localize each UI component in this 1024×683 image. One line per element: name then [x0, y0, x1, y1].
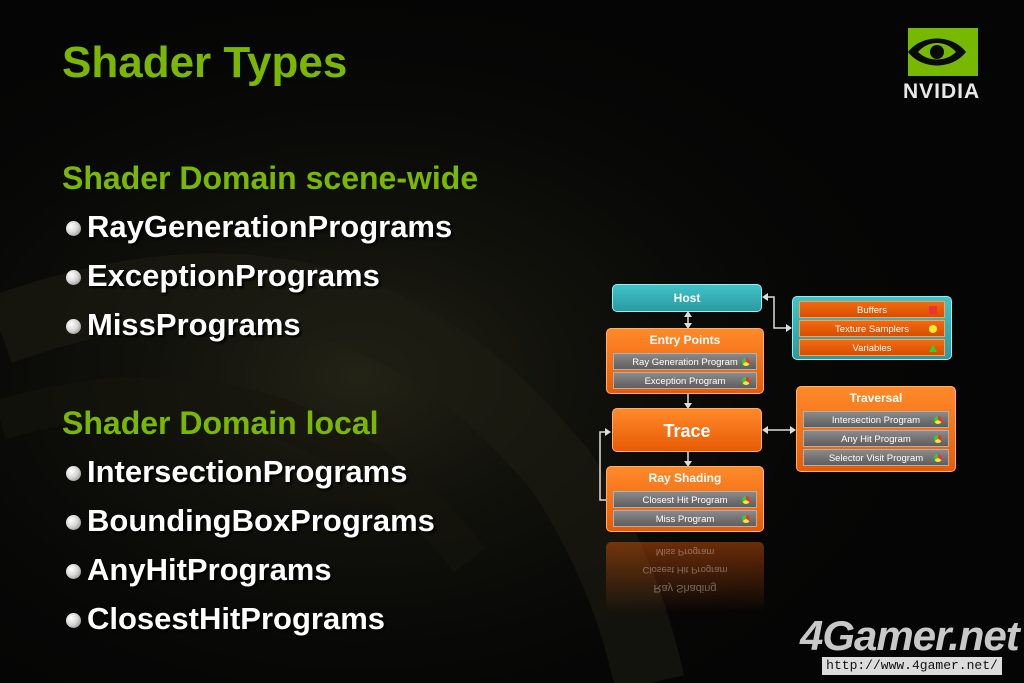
nvidia-eye-logo-icon	[908, 28, 978, 76]
trace-box: Trace	[612, 408, 762, 452]
list-item: ClosestHitPrograms	[66, 599, 385, 639]
rgb-indicator-icon	[934, 435, 942, 443]
resources-box: Buffers Texture Samplers Variables	[792, 296, 952, 360]
list-item: IntersectionPrograms	[66, 452, 407, 492]
site-watermark: 4Gamer.net	[800, 612, 1020, 659]
pipeline-diagram: Host Buffers Texture Samplers Variables …	[594, 280, 960, 680]
rgb-indicator-icon	[742, 358, 750, 366]
rgb-indicator-icon	[742, 377, 750, 385]
entry-points-box: Entry Points Ray Generation Program Exce…	[606, 328, 764, 394]
diagram-connectors	[599, 293, 796, 501]
any-hit-program-row: Any Hit Program	[803, 430, 949, 447]
host-box: Host	[612, 284, 762, 312]
bullet-icon	[66, 318, 81, 334]
bullet-icon	[66, 514, 81, 530]
rgb-indicator-icon	[742, 515, 750, 523]
miss-program-row: Miss Program	[613, 510, 757, 527]
resource-texture-samplers: Texture Samplers	[799, 320, 945, 337]
bullet-icon	[66, 465, 81, 481]
bullet-icon	[66, 612, 81, 628]
green-triangle-icon	[929, 344, 937, 352]
list-item: BoundingBoxPrograms	[66, 501, 435, 541]
list-item: AnyHitPrograms	[66, 550, 332, 590]
list-item: ExceptionPrograms	[66, 256, 380, 296]
ray-generation-program-row: Ray Generation Program	[613, 353, 757, 370]
brand-wordmark: NVIDIA	[903, 80, 981, 103]
intersection-program-row: Intersection Program	[803, 411, 949, 428]
exception-program-row: Exception Program	[613, 372, 757, 389]
traversal-box: Traversal Intersection Program Any Hit P…	[796, 386, 956, 472]
ray-shading-reflection: Miss Program Closest Hit Program Ray Sha…	[606, 542, 764, 612]
closest-hit-program-row: Closest Hit Program	[613, 491, 757, 508]
section-heading-scene-wide: Shader Domain scene-wide	[62, 160, 479, 196]
rgb-indicator-icon	[934, 416, 942, 424]
ray-shading-box: Ray Shading Closest Hit Program Miss Pro…	[606, 466, 764, 532]
site-url: http://www.4gamer.net/	[822, 657, 1002, 675]
red-indicator-icon	[929, 306, 937, 314]
resource-variables: Variables	[799, 339, 945, 356]
list-item: MissPrograms	[66, 305, 301, 345]
selector-visit-program-row: Selector Visit Program	[803, 449, 949, 466]
bullet-icon	[66, 563, 81, 579]
resource-buffers: Buffers	[799, 301, 945, 318]
slide-title: Shader Types	[62, 38, 348, 87]
rgb-indicator-icon	[934, 454, 942, 462]
list-item: RayGenerationPrograms	[66, 207, 452, 247]
bullet-icon	[66, 220, 81, 236]
bullet-icon	[66, 269, 81, 285]
section-heading-local: Shader Domain local	[62, 405, 379, 441]
rgb-indicator-icon	[742, 496, 750, 504]
yellow-indicator-icon	[929, 325, 937, 333]
